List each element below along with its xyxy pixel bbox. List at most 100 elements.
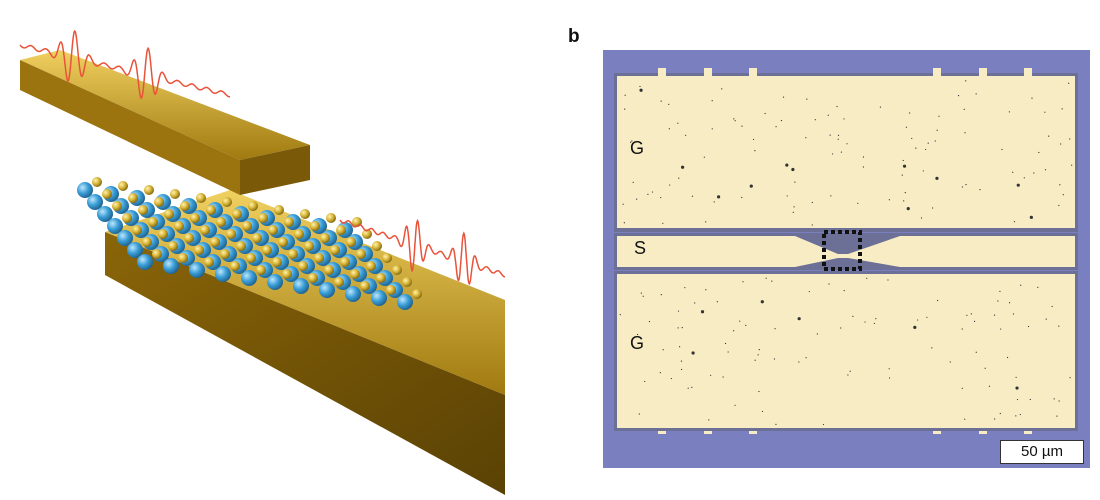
atom-gold xyxy=(304,241,314,251)
debris-speck xyxy=(1068,83,1069,84)
debris-speck xyxy=(887,279,888,280)
atom-gold xyxy=(336,225,346,235)
debris-speck xyxy=(739,321,740,322)
debris-speck xyxy=(679,346,680,347)
atom-blue xyxy=(163,258,179,274)
debris-speck xyxy=(863,156,864,157)
debris-speck xyxy=(745,325,746,326)
debris-speck xyxy=(717,301,718,302)
debris-speck xyxy=(1033,172,1034,173)
debris-speck xyxy=(633,182,634,183)
debris-speck xyxy=(935,177,938,180)
debris-speck xyxy=(722,376,723,377)
atom-gold xyxy=(226,229,236,239)
microscope-image xyxy=(600,48,1095,472)
debris-speck xyxy=(999,291,1000,292)
debris-speck xyxy=(692,196,693,197)
debris-speck xyxy=(728,351,729,352)
atom-gold xyxy=(246,253,256,263)
debris-speck xyxy=(735,120,736,121)
debris-speck xyxy=(1017,184,1020,187)
atom-gold xyxy=(170,189,180,199)
debris-speck xyxy=(841,151,842,152)
debris-speck xyxy=(852,316,853,317)
debris-speck xyxy=(830,134,831,135)
debris-speck xyxy=(1000,328,1001,329)
atom-gold xyxy=(314,253,324,263)
debris-speck xyxy=(902,174,903,175)
debris-speck xyxy=(734,405,735,406)
atom-gold xyxy=(194,245,204,255)
debris-speck xyxy=(850,371,851,372)
atom-gold xyxy=(288,249,298,259)
atom-gold xyxy=(158,229,168,239)
debris-speck xyxy=(741,126,742,127)
debris-speck xyxy=(694,302,695,303)
debris-speck xyxy=(866,278,867,279)
atom-gold xyxy=(330,245,340,255)
debris-speck xyxy=(964,132,965,133)
atom-gold xyxy=(382,253,392,263)
debris-speck xyxy=(926,317,927,318)
atom-gold xyxy=(242,221,252,231)
debris-speck xyxy=(1046,319,1047,320)
debris-speck xyxy=(832,153,833,154)
debris-speck xyxy=(962,186,963,187)
label-bottom-ground: G xyxy=(630,333,644,354)
debris-speck xyxy=(624,222,625,223)
scale-bar: 50 µm xyxy=(1000,440,1084,464)
atom-gold xyxy=(272,257,282,267)
debris-speck xyxy=(624,109,625,110)
atom-gold xyxy=(222,197,232,207)
atom-gold xyxy=(392,265,402,275)
atom-gold xyxy=(164,209,174,219)
debris-speck xyxy=(1017,399,1018,400)
debris-speck xyxy=(639,413,640,414)
atom-gold xyxy=(230,261,240,271)
debris-speck xyxy=(692,351,695,354)
atom-blue xyxy=(345,286,361,302)
debris-speck xyxy=(828,283,829,284)
debris-speck xyxy=(649,321,650,322)
debris-speck xyxy=(836,106,837,107)
atom-blue xyxy=(267,274,283,290)
debris-speck xyxy=(1015,386,1018,389)
debris-speck xyxy=(1001,149,1002,150)
debris-speck xyxy=(805,137,806,138)
debris-speck xyxy=(903,165,906,168)
debris-speck xyxy=(809,291,810,292)
debris-speck xyxy=(712,100,713,101)
atom-blue xyxy=(319,282,335,298)
atom-gold xyxy=(152,249,162,259)
debris-speck xyxy=(875,318,876,319)
atom-gold xyxy=(320,233,330,243)
debris-speck xyxy=(787,195,788,196)
atom-gold xyxy=(376,273,386,283)
debris-speck xyxy=(783,97,784,98)
debris-speck xyxy=(710,375,711,376)
debris-speck xyxy=(812,224,813,225)
debris-speck xyxy=(966,315,967,316)
debris-speck xyxy=(685,135,686,136)
debris-speck xyxy=(913,326,916,329)
debris-speck xyxy=(681,369,682,370)
debris-speck xyxy=(668,104,669,105)
debris-speck xyxy=(660,197,661,198)
debris-speck xyxy=(742,281,743,282)
debris-speck xyxy=(750,185,753,188)
debris-speck xyxy=(661,101,662,102)
debris-speck xyxy=(721,88,722,89)
debris-speck xyxy=(917,319,918,320)
debris-speck xyxy=(733,118,734,119)
debris-speck xyxy=(976,93,977,94)
atom-gold xyxy=(174,221,184,231)
debris-speck xyxy=(794,181,795,182)
top-gold-electrode xyxy=(20,50,310,195)
debris-speck xyxy=(1000,413,1001,414)
debris-speck xyxy=(662,223,663,224)
debris-speck xyxy=(1030,216,1033,219)
debris-speck xyxy=(815,119,816,120)
debris-speck xyxy=(639,89,642,92)
debris-speck xyxy=(691,387,692,388)
debris-speck xyxy=(911,138,912,139)
